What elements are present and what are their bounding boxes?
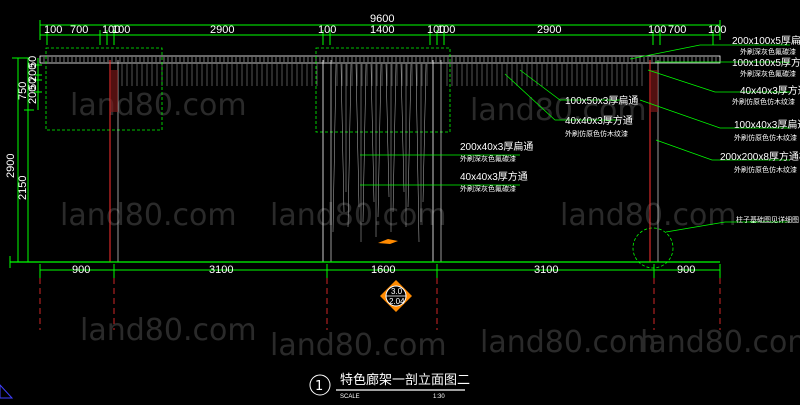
dim-seg-label: 700 bbox=[70, 24, 88, 36]
top-segment-labels: 100 700 100 100 2900 100 1400 100 100 29… bbox=[44, 24, 726, 36]
dim-seg-label: 100 bbox=[318, 24, 336, 36]
watermark-text: land80.com bbox=[640, 325, 800, 360]
bottom-dim-label: 3100 bbox=[209, 264, 233, 276]
section-marker: 3.0 2.04 bbox=[380, 280, 412, 312]
watermark-layer: land80.com land80.com land80.com land80.… bbox=[60, 88, 800, 363]
annotation-finish: 40x40x3厚方通 bbox=[565, 114, 633, 127]
annotations-right: 200x100x5厚扁通 外刷深灰色氟碳漆 100x100x5厚方通 外刷深灰色… bbox=[720, 34, 800, 224]
hanging-rod bbox=[385, 63, 390, 198]
annotation-finish: 外刷深灰色氟碳漆 bbox=[740, 69, 796, 78]
watermark-text: land80.com bbox=[270, 328, 447, 363]
hanging-rod bbox=[370, 63, 375, 203]
dim-seg-label: 100 bbox=[102, 24, 120, 36]
scale-label: SCALE bbox=[340, 394, 360, 400]
watermark-text: land80.com bbox=[480, 325, 657, 360]
dim-seg-label: 100 bbox=[427, 24, 445, 36]
dim-seg-label: 100 bbox=[708, 24, 726, 36]
dim-seg-label: 2900 bbox=[537, 24, 561, 36]
hanging-rod bbox=[407, 63, 412, 208]
annotation-size: 100x50x3厚扁通 bbox=[565, 94, 638, 107]
top-segment-dimension-line bbox=[40, 30, 720, 45]
annotation-finish: 外刷仿原色仿木纹漆 bbox=[734, 165, 797, 174]
bottom-dim-label: 1600 bbox=[371, 264, 395, 276]
annotation-size: 200x40x3厚扁通 bbox=[460, 140, 533, 153]
annotation-finish: 外刷深灰色氟碳漆 bbox=[740, 47, 796, 56]
left-stack-label: 50 bbox=[27, 78, 39, 90]
title-block: 1 特色廊架一剖立面图二 SCALE 1:30 bbox=[309, 372, 470, 400]
center-hanging-rods bbox=[332, 63, 427, 243]
scale-value: 1:30 bbox=[433, 394, 445, 400]
left-lower-label: 2150 bbox=[17, 176, 29, 200]
left-upper-label: 750 bbox=[17, 82, 29, 100]
columns bbox=[109, 60, 659, 262]
column-center-left bbox=[322, 60, 332, 262]
top-beam bbox=[39, 55, 721, 86]
hanging-rod bbox=[415, 63, 420, 243]
bottom-dim-label: 900 bbox=[677, 264, 695, 276]
annotation-finish: 外刷深灰色氟碳漆 bbox=[460, 184, 516, 193]
annotations-center: 200x40x3厚扁通 外刷深灰色氟碳漆 40x40x3厚方通 外刷深灰色氟碳漆 bbox=[460, 140, 533, 193]
bottom-dim-label: 900 bbox=[72, 264, 90, 276]
annotation-finish: 外刷仿原色仿木纹漆 bbox=[565, 129, 628, 138]
corner-marker bbox=[0, 384, 14, 399]
annotation-size: 100x40x3厚扁通 bbox=[734, 118, 800, 131]
dim-seg-label: 1400 bbox=[370, 24, 394, 36]
annotation-size: 200x100x5厚扁通 bbox=[732, 34, 800, 47]
hanging-rod bbox=[377, 63, 382, 218]
column-left bbox=[109, 60, 119, 262]
dim-seg-label: 100 bbox=[648, 24, 666, 36]
watermark-text: land80.com bbox=[60, 198, 237, 233]
dashed-outline-boxes bbox=[45, 47, 674, 269]
axis-lines bbox=[39, 278, 721, 330]
watermark-text: land80.com bbox=[70, 88, 247, 123]
annotation-finish: 外刷深灰色氟碳漆 bbox=[460, 154, 516, 163]
drawing-number: 1 bbox=[315, 379, 323, 394]
bottom-dim-label: 3100 bbox=[534, 264, 558, 276]
hanging-rod bbox=[392, 63, 397, 213]
bottom-dimension-labels: 900 3100 1600 3100 900 bbox=[72, 264, 695, 276]
bottom-dimension-line bbox=[39, 264, 721, 278]
annotation-size: 200x200x8厚方通柱子 bbox=[720, 150, 800, 163]
hanging-rod bbox=[355, 63, 360, 208]
annotation-size: 柱子基础图见详细图 bbox=[736, 215, 799, 224]
annotation-size: 40x40x3厚方通 bbox=[460, 170, 528, 183]
hanging-rod bbox=[422, 63, 427, 203]
watermark-text: land80.com bbox=[270, 198, 447, 233]
ground-line bbox=[9, 256, 720, 268]
dim-seg-label: 700 bbox=[668, 24, 686, 36]
section-marker-top: 3.0 bbox=[391, 287, 403, 296]
drawing-title: 特色廊架一剖立面图二 bbox=[340, 372, 470, 388]
dim-seg-label: 100 bbox=[44, 24, 62, 36]
dim-seg-label: 2900 bbox=[210, 24, 234, 36]
left-stack-label: 200 bbox=[27, 86, 39, 104]
hanging-rod bbox=[332, 63, 337, 233]
annotation-size: 40x40x3厚方通 bbox=[740, 84, 800, 97]
annotation-finish: 外刷仿原色仿木纹漆 bbox=[732, 97, 795, 106]
watermark-text: land80.com bbox=[80, 313, 257, 348]
section-marker-bottom: 2.04 bbox=[389, 297, 405, 306]
left-total-label: 2900 bbox=[5, 154, 17, 178]
hanging-rod bbox=[400, 63, 405, 193]
overall-dimension-label: 9600 bbox=[370, 13, 394, 25]
left-stack-label: 200 bbox=[27, 64, 39, 82]
column-center-right bbox=[432, 60, 442, 262]
hanging-rod bbox=[347, 63, 352, 228]
annotation-finish: 外刷仿原色仿木纹漆 bbox=[734, 133, 797, 142]
annotations-mid: 100x50x3厚扁通 40x40x3厚方通 外刷仿原色仿木纹漆 bbox=[565, 94, 638, 138]
column-right bbox=[649, 60, 659, 262]
watermark-text: land80.com bbox=[560, 198, 737, 233]
leader-lines bbox=[360, 44, 790, 233]
dim-seg-label: 100 bbox=[437, 24, 455, 36]
hanging-rod bbox=[362, 63, 367, 223]
hanging-rod bbox=[340, 63, 345, 213]
left-stack-label: 50 bbox=[27, 56, 39, 68]
annotation-size: 100x100x5厚方通 bbox=[732, 56, 800, 69]
accent-shape bbox=[378, 239, 398, 244]
top-overall-dimension bbox=[39, 20, 721, 40]
dim-seg-label: 100 bbox=[112, 24, 130, 36]
